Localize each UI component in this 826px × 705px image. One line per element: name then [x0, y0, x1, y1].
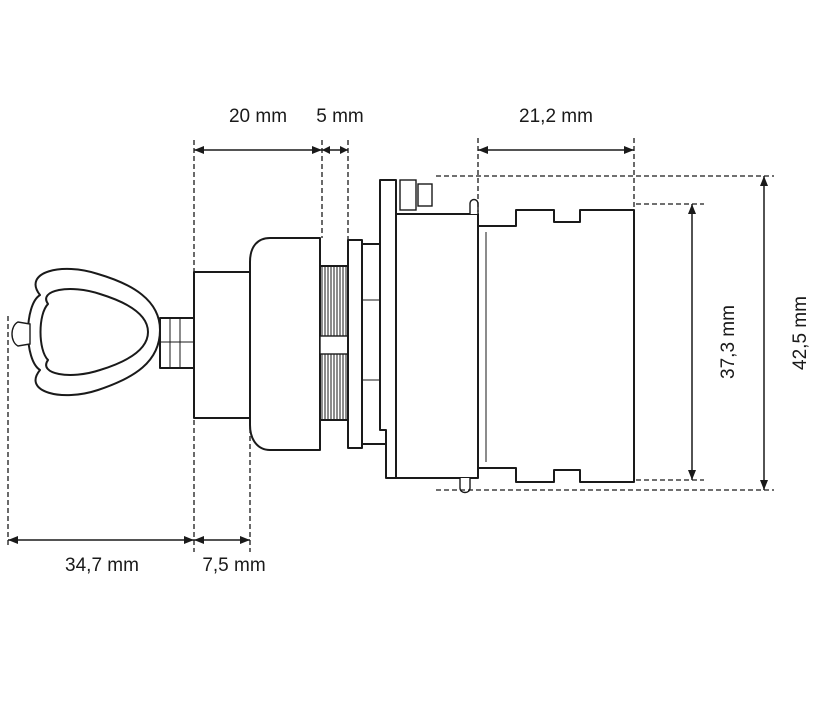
lock-nut: [347, 239, 363, 449]
latch-hook-bottom: [459, 478, 471, 494]
label-key-length: 34,7 mm: [65, 555, 139, 576]
key-bow-inner: [39, 288, 149, 376]
label-block-height: 37,3 mm: [718, 305, 739, 379]
key-drawing: [11, 267, 197, 397]
switch-head: [249, 237, 321, 451]
dimension-total-height: 42,5 mm: [760, 176, 811, 490]
label-collar-length: 7,5 mm: [202, 555, 265, 576]
label-head-length: 20 mm: [229, 106, 287, 127]
dimension-head-length: 20 mm: [194, 106, 322, 154]
latch-hook-top: [469, 198, 479, 214]
label-total-height: 42,5 mm: [790, 296, 811, 370]
dimension-panel-gap: 5 mm: [316, 106, 364, 154]
mounting-clip: [399, 179, 417, 211]
label-block-length: 21,2 mm: [519, 106, 593, 127]
key-tip: [11, 321, 31, 347]
contact-block-housing: [395, 213, 479, 479]
contact-block-module: [477, 209, 635, 483]
dimension-block-height: 37,3 mm: [688, 204, 739, 480]
dimension-block-length: 21,2 mm: [478, 106, 634, 154]
key-shank: [159, 317, 197, 369]
label-panel-gap: 5 mm: [316, 106, 364, 127]
lock-collar: [193, 271, 255, 419]
dimension-key-length: 34,7 mm: [8, 536, 194, 576]
dimension-collar-length: 7,5 mm: [194, 536, 266, 576]
